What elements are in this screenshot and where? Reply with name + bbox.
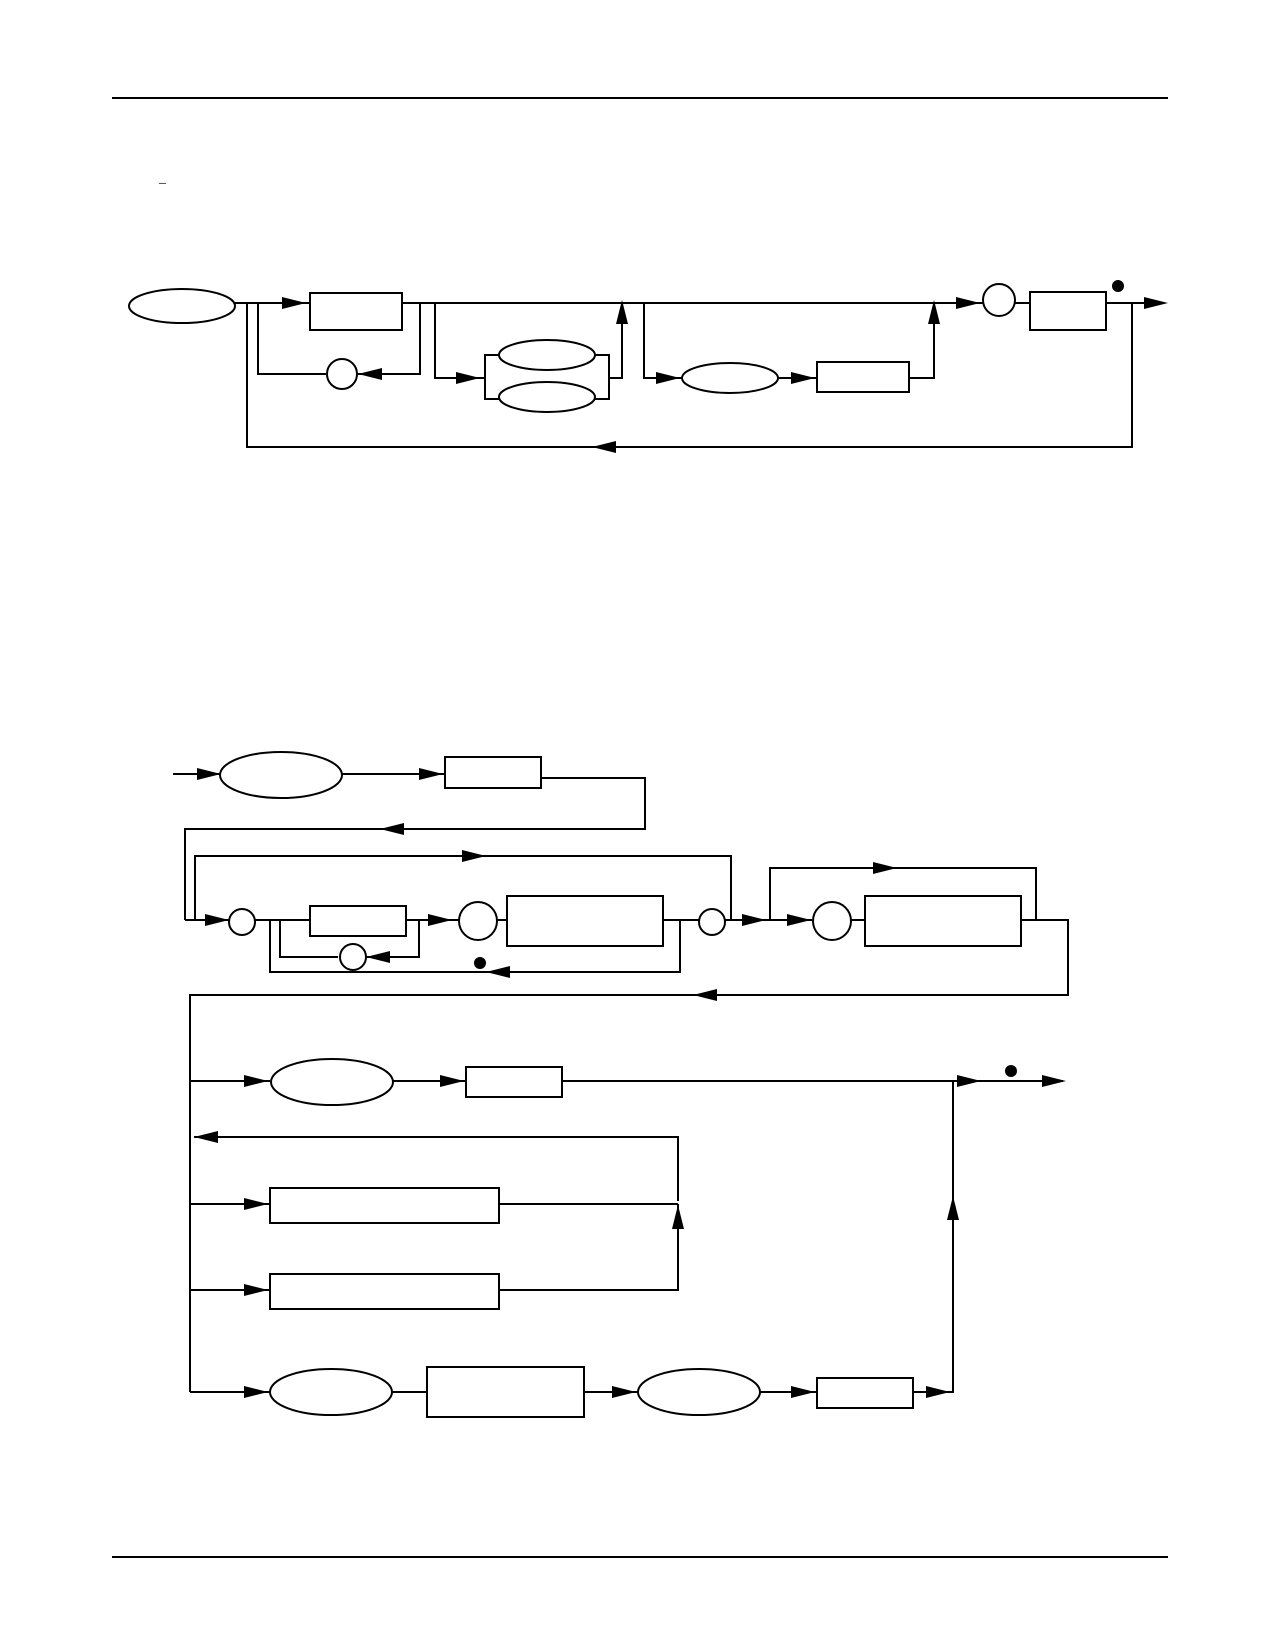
syntax-diagram-top	[128, 280, 1168, 453]
end-marker-dot	[1112, 280, 1124, 292]
keyword-box-r2a	[309, 905, 407, 937]
separator-circle-r2e	[812, 901, 852, 941]
loop-marker-dot	[474, 957, 486, 969]
keyword-box-r2c	[864, 895, 1022, 947]
arrow-left-icon	[366, 951, 390, 963]
arrow-right-icon	[456, 372, 480, 384]
row1-continuation	[184, 777, 646, 920]
row2-continuation	[189, 919, 1069, 1392]
branch-oval-4a	[269, 1368, 393, 1416]
terminal-start-oval	[219, 751, 343, 799]
arrow-right-icon	[656, 372, 680, 384]
separator-circle-r2a	[228, 908, 256, 936]
choice-oval-2	[498, 381, 596, 413]
branch-oval-3	[681, 362, 779, 394]
arrow-right-icon	[956, 297, 980, 309]
arrow-right-icon	[205, 914, 229, 926]
branch-oval-1	[270, 1058, 394, 1106]
terminal-start-oval	[128, 288, 236, 324]
arrow-right-icon	[1042, 1075, 1066, 1087]
arrow-up-icon	[672, 1205, 684, 1229]
repeat-loop-top	[246, 303, 1133, 448]
branch-box-3	[269, 1273, 500, 1310]
keyword-box-r1	[444, 756, 542, 789]
arrow-left-icon	[486, 966, 510, 978]
branch-box-3	[816, 361, 910, 393]
arrow-right-icon	[197, 768, 221, 780]
arrow-right-icon	[244, 1198, 268, 1210]
arrow-left-icon	[693, 989, 717, 1001]
arrow-up-icon	[616, 300, 628, 324]
keyword-box-r2b	[506, 895, 664, 947]
branch-box-2	[269, 1187, 500, 1224]
arrow-right-icon	[244, 1386, 268, 1398]
branch-in-3	[643, 303, 682, 379]
arrow-right-icon	[462, 850, 486, 862]
branch-box-4a	[426, 1366, 585, 1418]
branch-in-2	[434, 303, 485, 379]
separator-circle-r2c	[458, 901, 498, 941]
repeat-loop-r2b	[269, 920, 681, 973]
arrow-up-icon	[947, 1196, 959, 1220]
inner-loop-left	[279, 920, 338, 958]
end-marker-dot	[1005, 1065, 1017, 1077]
branch-oval-4b	[637, 1368, 761, 1416]
arrow-up-icon	[928, 300, 940, 324]
arrow-right-icon	[282, 297, 306, 309]
branch-box-4b	[816, 1377, 914, 1409]
branch-out-3	[909, 303, 935, 379]
arrow-right-icon	[957, 1075, 981, 1087]
separator-circle-r2d	[698, 908, 726, 936]
header-mark: _	[158, 171, 167, 186]
loop-left-1	[257, 303, 326, 375]
keyword-box-2	[1029, 291, 1107, 331]
arrow-right-icon	[1144, 297, 1168, 309]
arrow-right-icon	[742, 914, 766, 926]
separator-circle-r2b	[339, 943, 367, 971]
arrow-right-icon	[440, 1075, 464, 1087]
arrow-right-icon	[612, 1386, 636, 1398]
arrow-right-icon	[791, 372, 815, 384]
arrow-left-icon	[380, 823, 404, 835]
arrow-right-icon	[791, 1386, 815, 1398]
keyword-box-1	[309, 292, 403, 331]
arrow-left-icon	[194, 1131, 218, 1143]
arrow-right-icon	[428, 914, 452, 926]
arrow-right-icon	[244, 1075, 268, 1087]
choice-oval-1	[498, 339, 596, 371]
branch-out-4	[913, 1081, 954, 1393]
arrow-right-icon	[873, 862, 897, 874]
arrow-right-icon	[926, 1386, 950, 1398]
separator-circle-2	[982, 283, 1016, 317]
branch-link-3	[499, 1204, 679, 1291]
arrow-right-icon	[419, 768, 443, 780]
syntax-diagram-bottom	[173, 751, 1069, 1418]
arrow-right-icon	[244, 1284, 268, 1296]
branch-box-1	[465, 1066, 563, 1098]
branch-out-2	[609, 303, 623, 379]
arrow-left-icon	[358, 368, 382, 380]
arrow-left-icon	[592, 441, 616, 453]
separator-circle-1	[326, 358, 358, 390]
return-loop	[194, 1136, 679, 1201]
arrow-right-icon	[787, 914, 811, 926]
